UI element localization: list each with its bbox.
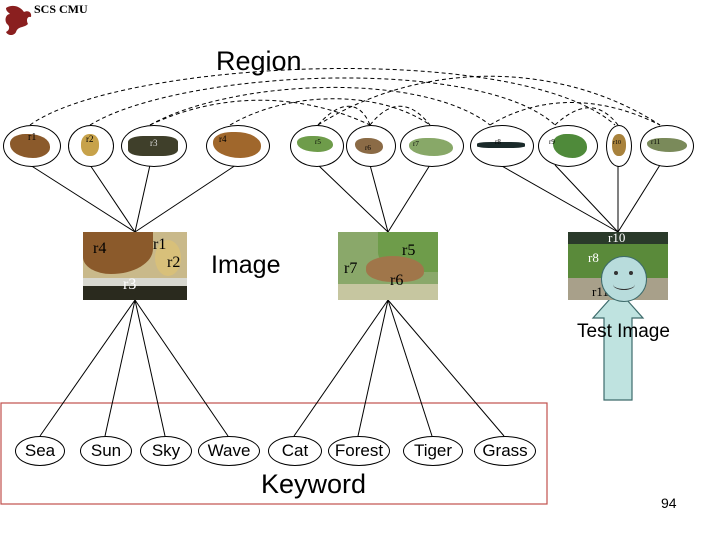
region-node-r11-label: r11 [651,138,661,146]
keyword-sea: Sea [15,436,65,466]
keyword-cat: Cat [268,436,322,466]
region-title: Region [216,46,302,76]
keyword-sky: Sky [140,436,192,466]
test-image-title: Test Image [577,321,670,342]
region-similarity-arcs [29,68,661,126]
smiley-face-icon [601,256,647,302]
region-node-r8: r8 [470,125,534,167]
region-node-r2-label: r2 [86,134,94,144]
region-node-r5-label: r5 [315,138,321,146]
region-node-r8-label: r8 [495,138,501,146]
image-1-r4: r4 [93,240,107,257]
image-keyword-links [39,299,505,437]
image-1-r1: r1 [153,236,167,253]
region-node-r4-label: r4 [219,134,227,144]
region-node-r11: r11 [640,125,694,167]
keyword-sun: Sun [80,436,132,466]
region-node-r9-label: r9 [549,138,555,146]
region-node-r6: r6 [346,125,396,167]
region-node-r1: r1 [3,125,61,167]
region-node-r10: r10 [606,125,632,167]
image-1: r4 r1 r2 r3 [83,232,187,300]
region-node-r1-label: r1 [28,132,37,143]
region-node-r6-label: r6 [365,144,371,152]
keyword-tiger: Tiger [403,436,463,466]
image-2-r7: r7 [344,260,358,277]
region-node-r9: r9 [538,125,598,167]
keyword-box [0,402,548,505]
query-arrow [591,289,645,401]
keyword-forest: Forest [328,436,390,466]
keyword-grass: Grass [474,436,536,466]
header-label: SCS CMU [34,2,88,16]
region-node-r10-label: r10 [613,140,621,146]
image-2: r5 r7 r6 [338,232,438,300]
image-1-r3: r3 [123,276,137,293]
region-node-r4: r4 [206,125,270,167]
page-number: 94 [661,495,677,511]
image-2-r6: r6 [390,272,404,289]
test-image-r8: r8 [588,250,599,265]
image-title: Image [211,251,281,279]
region-node-r5: r5 [290,125,344,167]
region-image-links [29,164,661,233]
region-node-r3-label: r3 [150,138,158,148]
keyword-wave: Wave [198,436,260,466]
scs-cmu-logo [2,2,34,38]
keyword-title: Keyword [261,469,367,499]
image-1-r2: r2 [167,254,181,271]
test-image-r10: r10 [608,232,626,245]
region-node-r7-label: r7 [413,140,419,148]
region-node-r7: r7 [400,125,464,167]
region-node-r3: r3 [121,125,187,167]
region-node-r2: r2 [68,125,114,167]
image-2-r5: r5 [402,242,416,259]
